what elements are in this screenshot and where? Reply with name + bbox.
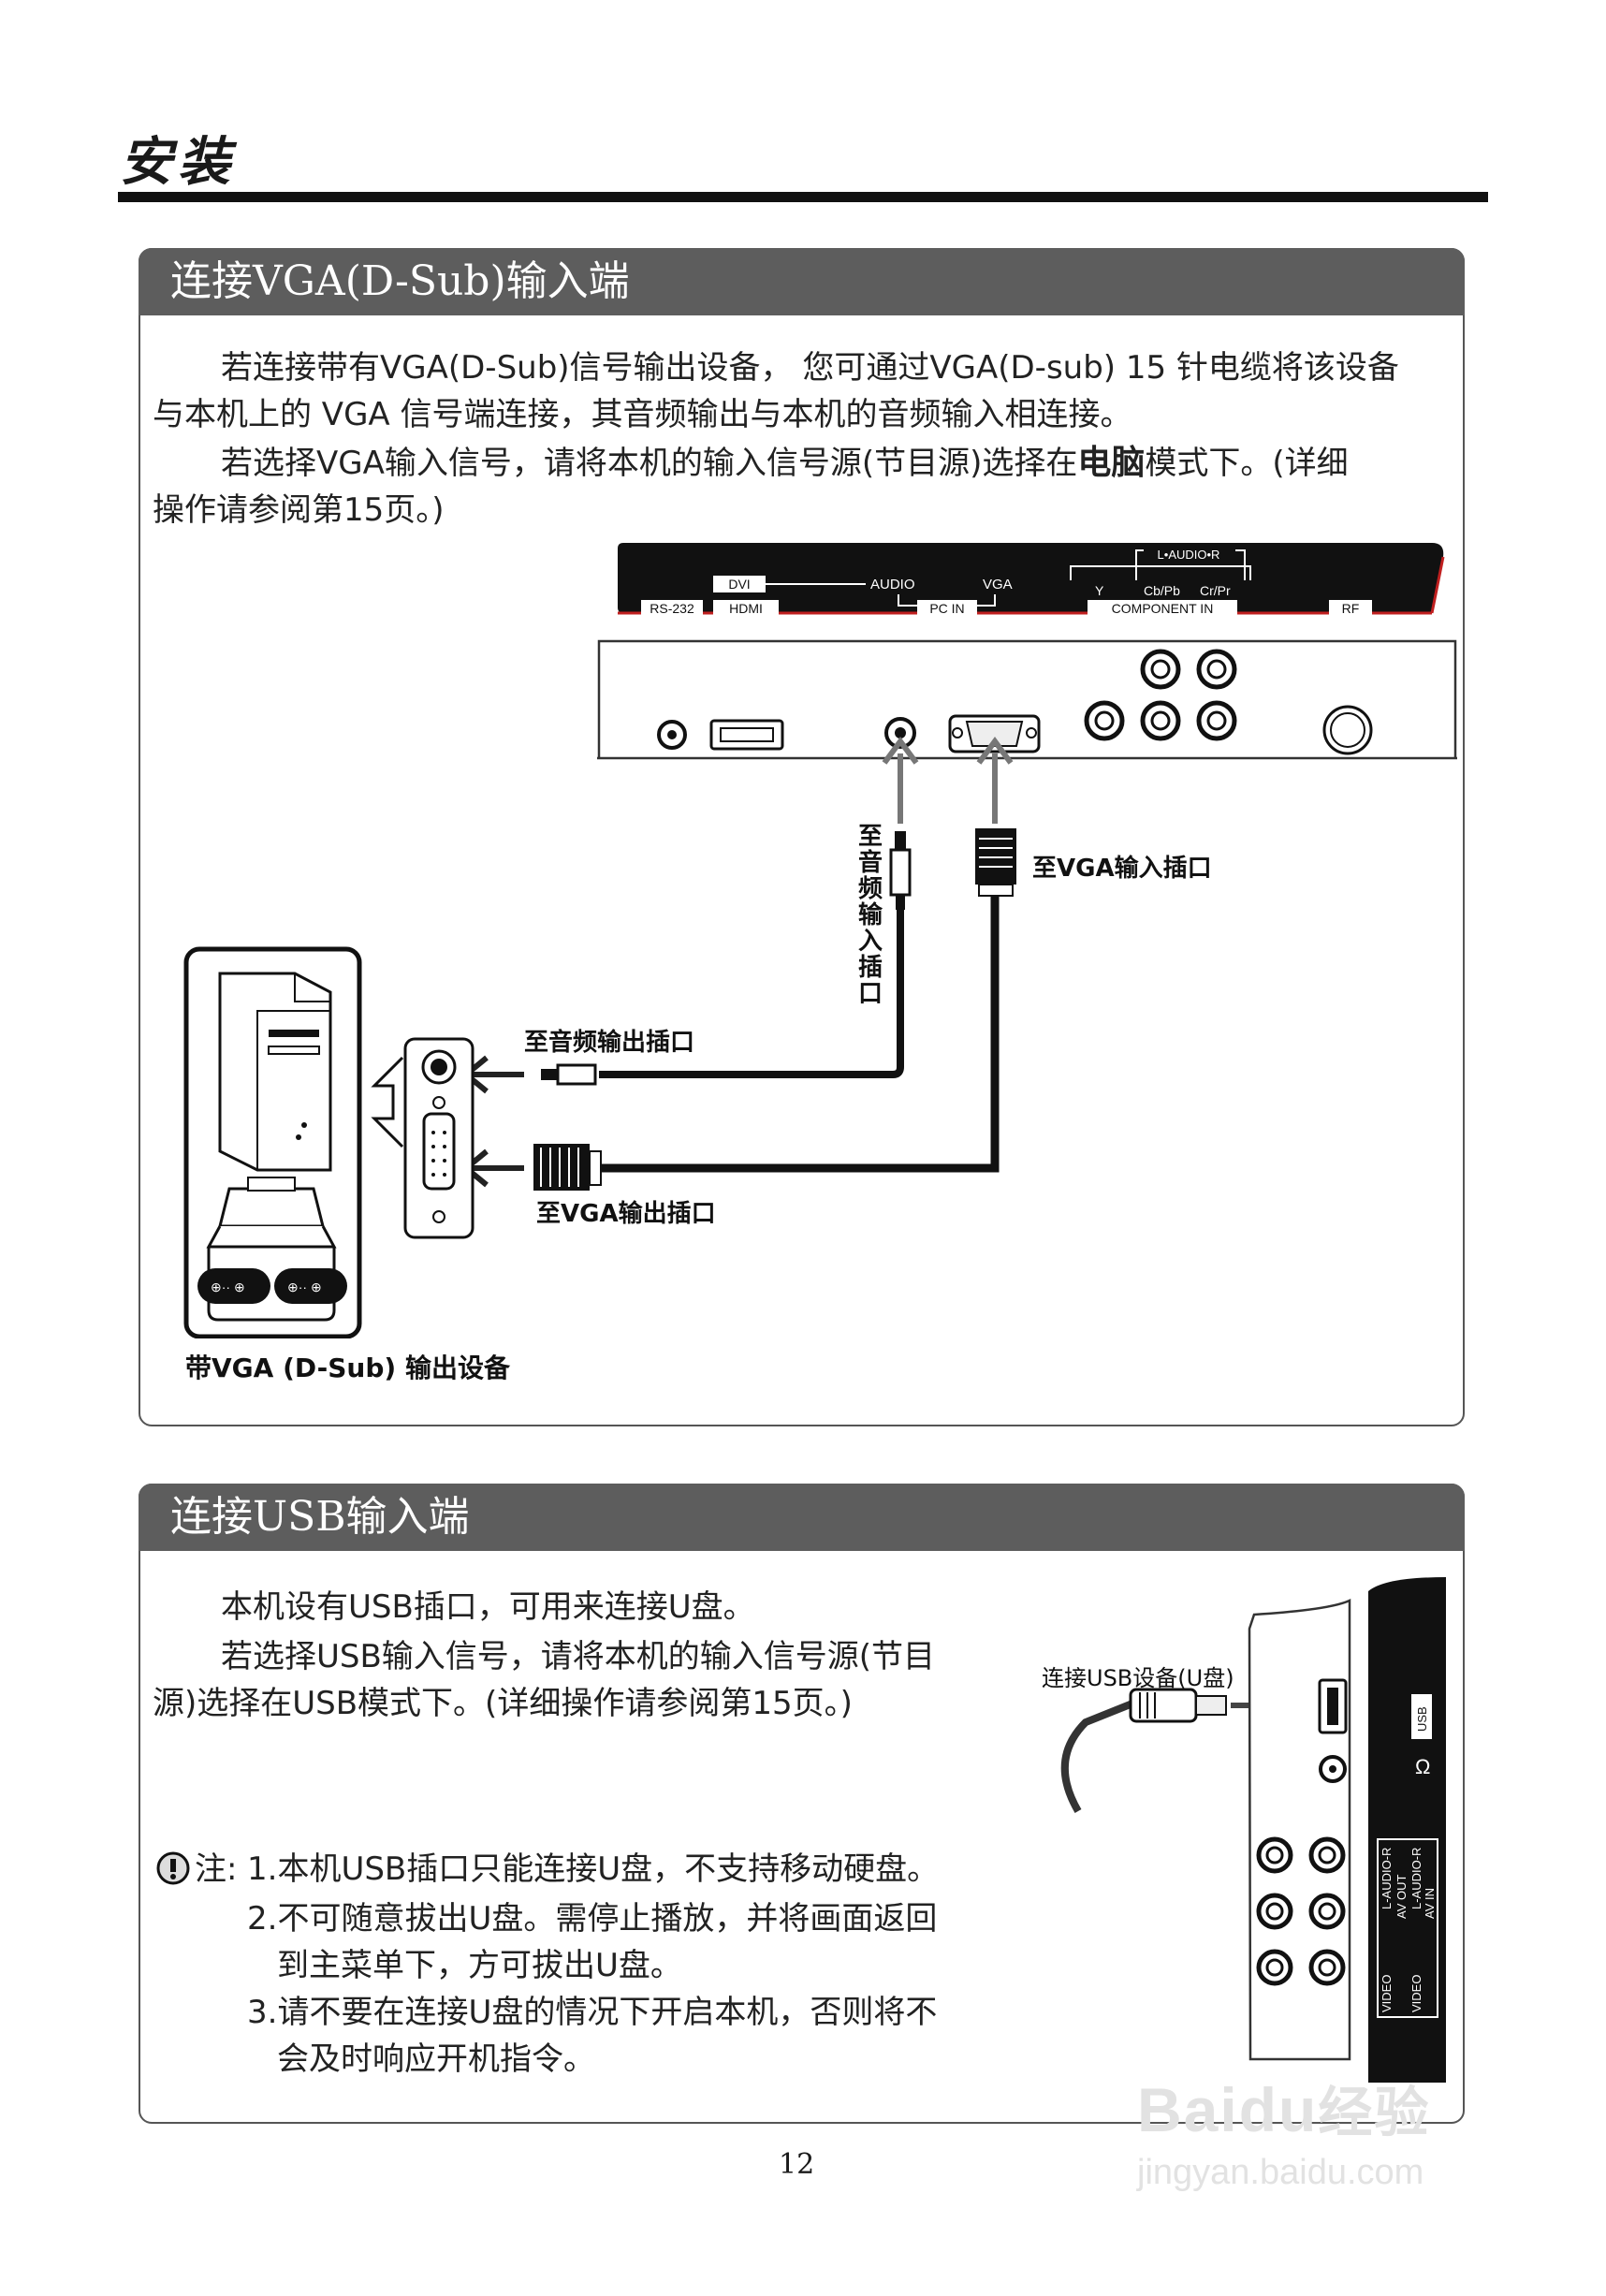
vga-para2-line2: 操作请参阅第15页。) xyxy=(153,491,445,529)
usb-para2-line1: 若选择USB输入信号，请将本机的输入信号源(节目 xyxy=(221,1638,936,1675)
label-to-audio-input: 至音频输入插口 xyxy=(857,823,883,1008)
l-audio-r-label: L•AUDIO•R xyxy=(1158,548,1220,562)
vga-section-title: 连接VGA(D-Sub)输入端 xyxy=(139,248,1465,315)
page-heading: 安装 xyxy=(120,131,236,193)
svg-text:⊕·· ⊕: ⊕·· ⊕ xyxy=(287,1280,322,1294)
watermark-url: jingyan.baidu.com xyxy=(1137,2153,1424,2192)
l-audio-r-out-label: L-AUDIO-R xyxy=(1380,1848,1394,1909)
audio-label: AUDIO xyxy=(870,577,915,592)
vga-cable-diagram xyxy=(461,736,1016,1191)
vga-para1-line2: 与本机上的 VGA 信号端连接，其音频输出与本机的音频输入相连接。 xyxy=(153,396,1132,433)
note-3-line2: 会及时响应开机指令。 xyxy=(277,2040,595,2078)
label-to-vga-output: 至VGA输出插口 xyxy=(536,1200,716,1228)
usb-para2-line2: 源)选择在USB模式下。(详细操作请参阅第15页。) xyxy=(153,1685,853,1722)
computer-device-illustration: ⊕·· ⊕ ⊕·· ⊕ xyxy=(183,946,474,1338)
cr-pr-label: Cr/Pr xyxy=(1200,583,1231,598)
svg-text:⊕·· ⊕: ⊕·· ⊕ xyxy=(211,1280,245,1294)
video-out-label: VIDEO xyxy=(1380,1975,1394,2012)
headphone-icon: Ω xyxy=(1415,1755,1430,1778)
vga-label: VGA xyxy=(983,577,1013,592)
warning-icon xyxy=(156,1851,190,1885)
note-2-line1: 2.不可随意拔出U盘。需停止播放，并将画面返回 xyxy=(247,1900,938,1938)
vga-para1-line1: 若连接带有VGA(D-Sub)信号输出设备， 您可通过VGA(D-sub) 15… xyxy=(221,349,1399,387)
cb-pb-label: Cb/Pb xyxy=(1144,583,1180,598)
note-1: 1.本机USB插口只能连接U盘，不支持移动硬盘。 xyxy=(247,1850,940,1888)
av-out-label: AV OUT xyxy=(1394,1875,1409,1919)
component-in-label: COMPONENT IN xyxy=(1112,601,1214,616)
page-number: 12 xyxy=(779,2148,815,2181)
y-label: Y xyxy=(1095,583,1104,598)
tv-rear-panel-diagram: DVI AUDIO VGA RS-232 HDMI PC IN L•AUDIO•… xyxy=(597,543,1457,760)
device-caption: 带VGA (D-Sub) 输出设备 xyxy=(185,1353,510,1383)
rf-label: RF xyxy=(1342,601,1360,616)
baidu-jingyan-watermark: Baidu经验 jingyan.baidu.com xyxy=(1137,2069,1511,2228)
l-audio-r-in-label: L-AUDIO-R xyxy=(1409,1848,1424,1909)
pc-in-label: PC IN xyxy=(929,601,964,616)
note-2-line2: 到主菜单下，方可拔出U盘。 xyxy=(277,1947,682,1984)
usb-section-panel: 连接USB输入端 xyxy=(139,1484,1465,2124)
note-3-line1: 3.请不要在连接U盘的情况下开启本机，否则将不 xyxy=(247,1994,938,2031)
video-in-label: VIDEO xyxy=(1409,1975,1424,2012)
usb-section-title: 连接USB输入端 xyxy=(139,1484,1465,1551)
vga-para2-text-a: 若选择VGA输入信号，请将本机的输入信号源(节目源)选择在 xyxy=(221,445,1078,482)
hdmi-label: HDMI xyxy=(729,601,763,616)
usb-side-label: USB xyxy=(1415,1706,1429,1732)
vga-para2-bold: 电脑 xyxy=(1077,444,1146,482)
heading-rule xyxy=(118,192,1488,202)
watermark-brand: Baidu xyxy=(1137,2075,1319,2144)
usb-device-label: 连接USB设备(U盘) xyxy=(1042,1665,1234,1691)
vga-para2-text-b: 模式下。(详细 xyxy=(1145,445,1349,482)
vga-para2-line1: 若选择VGA输入信号，请将本机的输入信号源(节目源)选择在电脑模式下。(详细 xyxy=(221,440,1349,487)
watermark-brand-cn: 经验 xyxy=(1318,2083,1431,2143)
label-to-audio-output: 至音频输出插口 xyxy=(524,1029,695,1057)
av-in-label: AV IN xyxy=(1423,1888,1437,1919)
rs232-label: RS-232 xyxy=(650,601,694,616)
note-prefix: 注: xyxy=(195,1850,238,1888)
label-to-vga-input: 至VGA输入插口 xyxy=(1032,855,1212,883)
usb-side-panel-diagram: USB Ω L-AUDIO-R AV OUT VIDEO L-AUDIO-R A… xyxy=(1060,1577,1446,2083)
dvi-label: DVI xyxy=(728,577,750,592)
usb-para1: 本机设有USB插口，可用来连接U盘。 xyxy=(221,1588,755,1626)
